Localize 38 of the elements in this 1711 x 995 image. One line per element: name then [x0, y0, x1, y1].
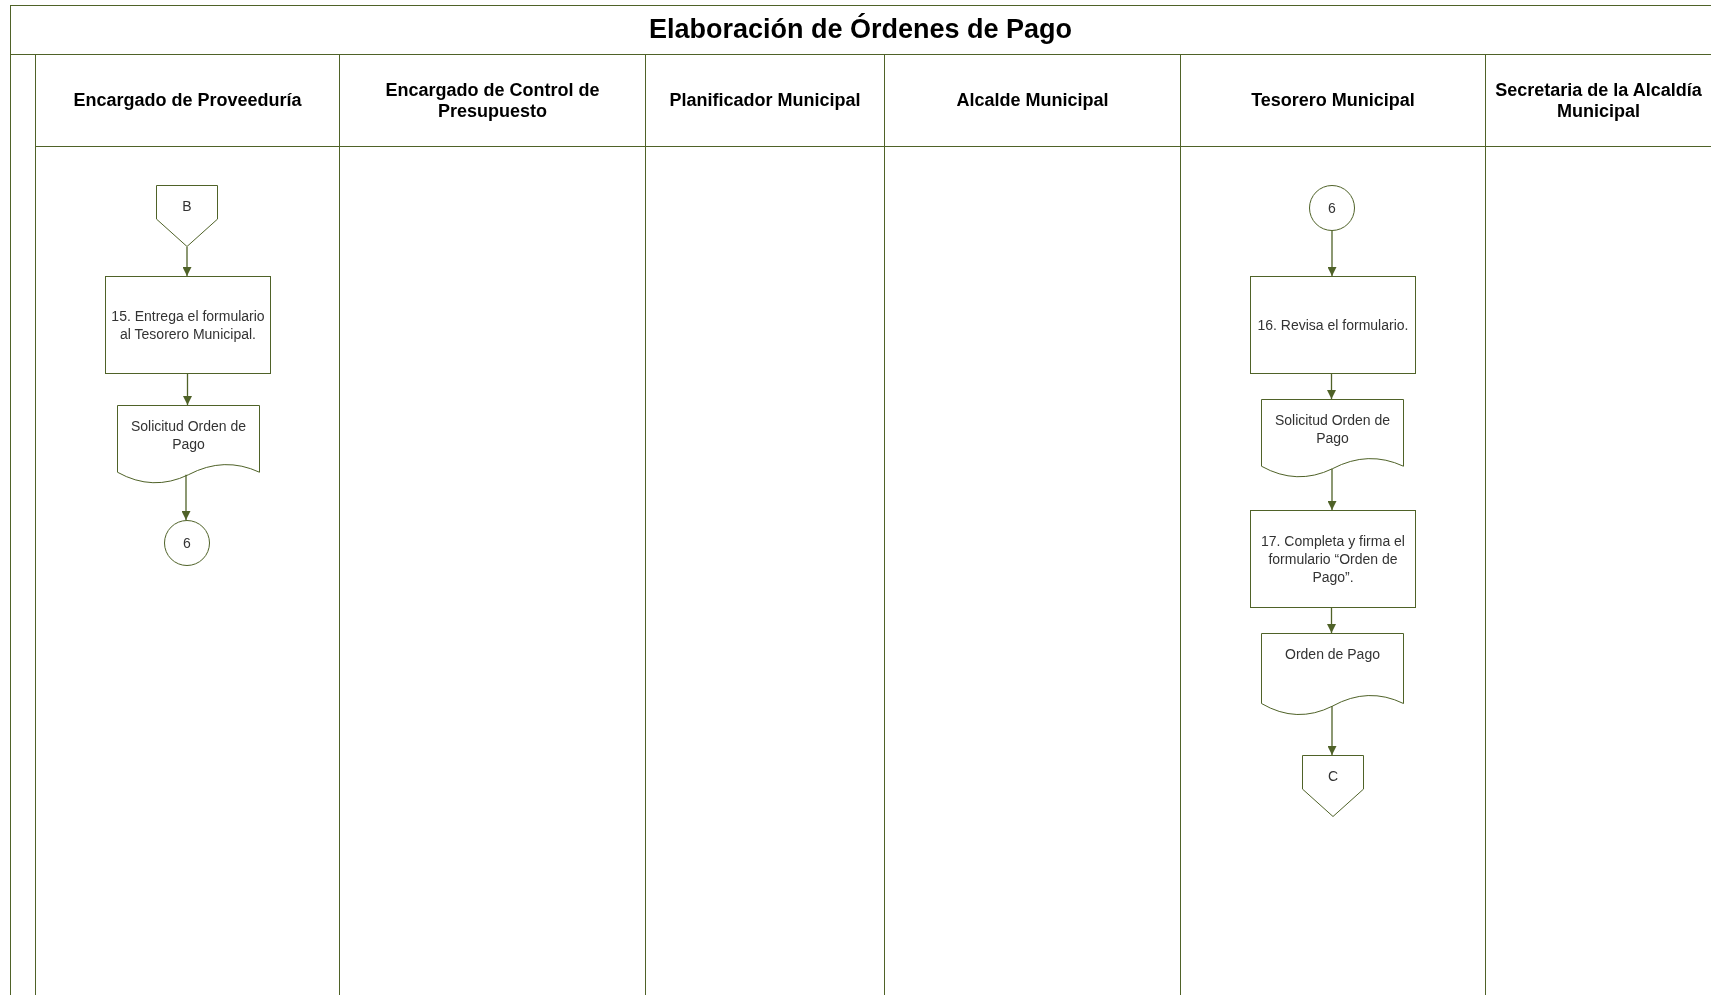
diagram-title: Elaboración de Órdenes de Pago: [10, 5, 1711, 55]
lane-heading: Alcalde Municipal: [885, 55, 1180, 147]
node-text: Solicitud Orden de Pago: [129, 417, 248, 454]
node-text: Orden de Pago: [1285, 645, 1380, 664]
arrow: [1327, 373, 1336, 400]
swimlane: [339, 55, 645, 995]
swimlane: [645, 55, 884, 995]
process-box: [1250, 510, 1416, 608]
lane-heading: Encargado de Proveeduría: [36, 55, 339, 147]
arrow: [181, 474, 191, 521]
node-text: 6: [1328, 198, 1336, 218]
on-page-connector: [164, 520, 210, 566]
arrow: [182, 246, 192, 277]
off-page-connector: [1302, 755, 1364, 817]
arrow: [1327, 607, 1336, 634]
node-text: 17. Completa y firma el formulario “Orden de Pago”.: [1260, 531, 1406, 587]
swimlane: [1180, 55, 1485, 995]
arrow: [1327, 230, 1337, 277]
process-box: [1250, 276, 1416, 374]
off-page-connector: [156, 185, 218, 247]
lane-heading: Planificador Municipal: [646, 55, 884, 147]
arrow: [183, 373, 192, 406]
swimlane: [35, 55, 339, 995]
lane-heading: Secretaria de la Alcaldía Municipal: [1486, 55, 1711, 147]
node-text: 15. Entrega el formulario al Tesorero Municipal.: [110, 306, 266, 344]
node-text: 6: [183, 533, 191, 553]
node-text: C: [1327, 767, 1339, 786]
arrow: [1327, 705, 1337, 756]
lane-heading: Encargado de Control de Presupuesto: [340, 55, 645, 147]
on-page-connector: [1309, 185, 1355, 231]
lane-heading: Tesorero Municipal: [1181, 55, 1485, 147]
node-text: 16. Revisa el formulario.: [1257, 315, 1409, 335]
swimlane: [1485, 55, 1711, 995]
node-text: Solicitud Orden de Pago: [1273, 411, 1392, 448]
arrow: [1327, 468, 1337, 511]
process-box: [105, 276, 271, 374]
swimlane: [884, 55, 1180, 995]
node-text: B: [182, 197, 192, 216]
